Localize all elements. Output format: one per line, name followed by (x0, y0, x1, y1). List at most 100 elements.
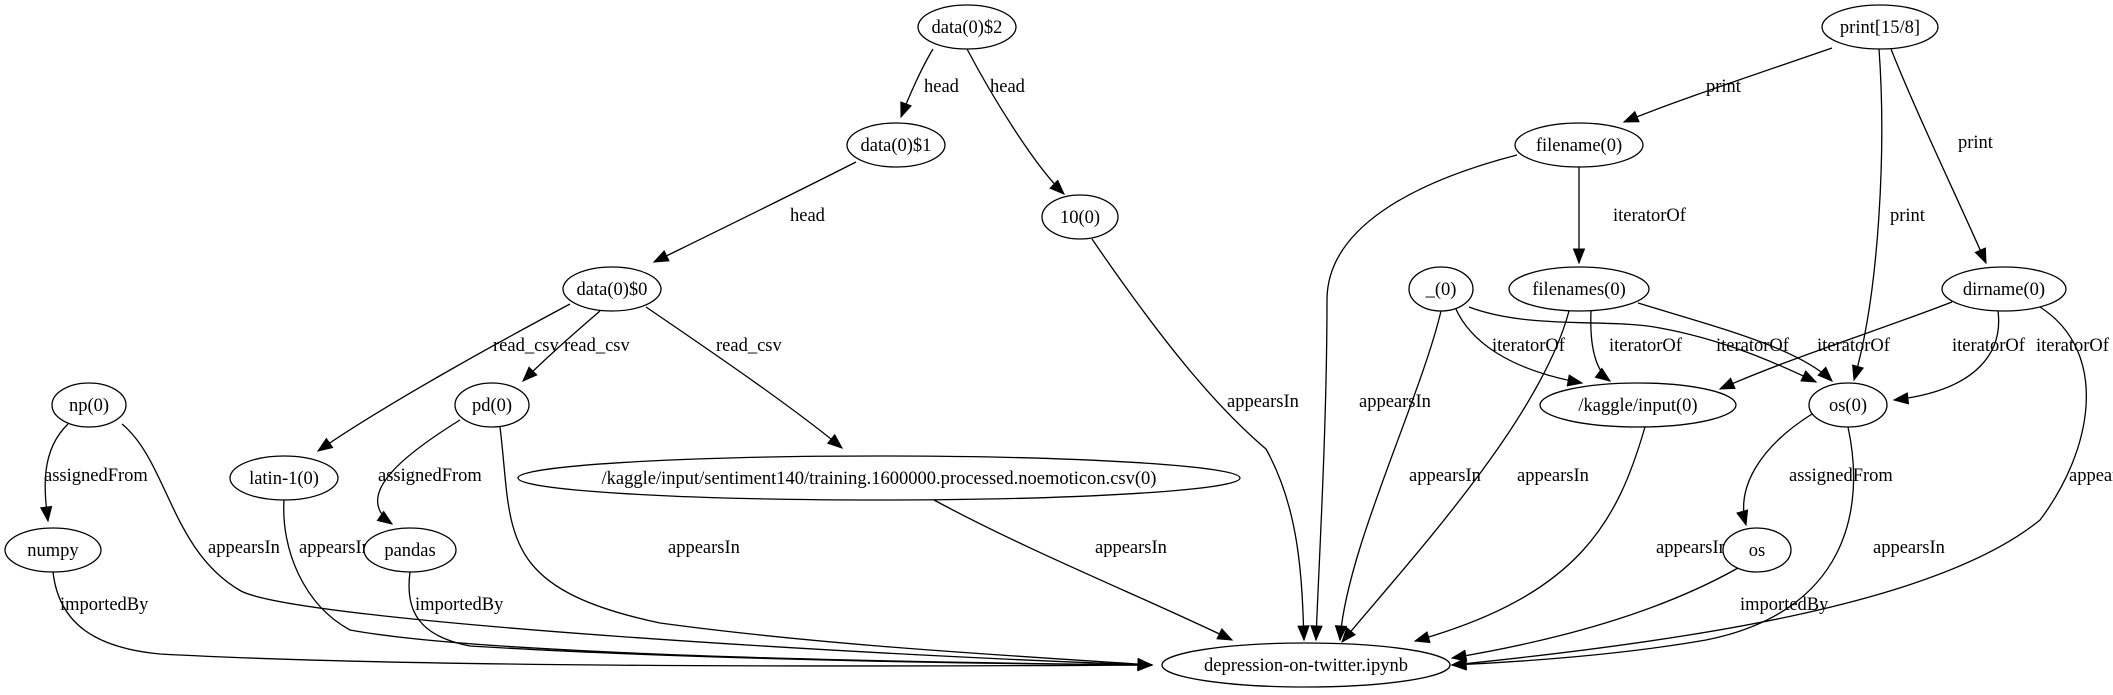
node-label: pd(0) (472, 396, 512, 416)
edge-label: assignedFrom (44, 466, 148, 486)
edge-label: iteratorOf (1613, 206, 1687, 226)
node-csv[interactable]: /kaggle/input/sentiment140/training.1600… (517, 455, 1241, 501)
arrowhead-icon (1572, 248, 1586, 265)
node-ellipse (562, 266, 662, 312)
edge-line (1893, 310, 2000, 401)
node-ten[interactable]: 10(0) (1041, 194, 1119, 240)
node-os0[interactable]: os(0) (1808, 382, 1888, 428)
node-data1[interactable]: data(0)$1 (846, 122, 946, 168)
edge-label: assignedFrom (378, 466, 482, 486)
node-ellipse (1508, 266, 1650, 312)
node-label: latin-1(0) (249, 469, 319, 489)
node-ellipse (1821, 4, 1939, 50)
arrowhead-icon (1817, 366, 1833, 382)
edge-line (1414, 426, 1646, 642)
edge-label: print (1706, 77, 1742, 97)
edge-label: appearsIn (2069, 466, 2113, 486)
edge-numpy-to-notebook: importedBy (52, 571, 1154, 672)
arrowhead-icon (1413, 631, 1431, 644)
edge-dirname-to-os0: iteratorOf (1892, 310, 2110, 405)
arrowhead-icon (522, 366, 538, 382)
edge-label: iteratorOf (1716, 336, 1790, 356)
node-print[interactable]: print[15/8] (1821, 4, 1939, 50)
arrowhead-icon (900, 101, 912, 119)
node-label: np(0) (69, 396, 109, 416)
arrowhead-icon (826, 433, 844, 449)
edge-line (1451, 426, 1855, 666)
arrowhead-icon (1718, 377, 1736, 390)
edge-data0-to-latin: read_csv (316, 303, 571, 452)
edge-label: read_csv (493, 336, 559, 356)
arrowhead-icon (1137, 657, 1154, 671)
node-numpy[interactable]: numpy (4, 527, 102, 573)
node-ellipse (1539, 382, 1737, 428)
edge-line (1341, 310, 1570, 643)
node-filename[interactable]: filename(0) (1514, 122, 1644, 168)
edge-line (1637, 302, 1833, 382)
edge-line (1719, 301, 1953, 390)
node-dirname[interactable]: dirname(0) (1941, 266, 2067, 312)
arrowhead-icon (376, 510, 394, 525)
edge-line (1451, 306, 2087, 666)
node-ellipse (51, 382, 127, 428)
node-ellipse (1941, 266, 2067, 312)
node-data0[interactable]: data(0)$0 (562, 266, 662, 312)
edge-label: appearsIn (1517, 466, 1589, 486)
arrowhead-icon (1852, 364, 1865, 382)
node-data2[interactable]: data(0)$2 (917, 4, 1017, 50)
edge-line (499, 426, 1153, 666)
node-kaggle[interactable]: /kaggle/input(0) (1539, 382, 1737, 428)
edge-label: importedBy (1740, 595, 1829, 615)
node-label: depression-on-twitter.ipynb (1204, 656, 1408, 676)
edge-line (317, 303, 571, 452)
edge-line (645, 306, 843, 449)
node-label: 10(0) (1060, 208, 1100, 228)
node-label: print[15/8] (1840, 18, 1920, 38)
edge-label: print (1958, 133, 1994, 153)
node-label: numpy (27, 541, 79, 561)
edge-kaggle-to-notebook: appearsIn (1413, 426, 1728, 644)
edge-label: assignedFrom (1789, 466, 1893, 486)
node-ellipse (229, 455, 339, 501)
arrowhead-icon (1297, 625, 1310, 642)
arrowhead-icon (316, 437, 334, 452)
edge-line (933, 499, 1233, 641)
node-os[interactable]: os (1722, 527, 1792, 573)
edge-label: appearsIn (668, 538, 740, 558)
node-filenames[interactable]: filenames(0) (1508, 266, 1650, 312)
node-ellipse (1408, 266, 1474, 312)
edge-label: appearsIn (1656, 538, 1728, 558)
edge-line (1339, 310, 1442, 641)
edge-label: appearsIn (208, 538, 280, 558)
edge-pd-to-notebook: appearsIn (499, 426, 1154, 671)
node-pandas[interactable]: pandas (363, 527, 457, 573)
node-label: _(0) (1425, 280, 1457, 300)
edge-data2-to-data1: head (900, 48, 960, 119)
edge-label: appearsIn (1359, 392, 1431, 412)
arrowhead-icon (652, 250, 670, 263)
arrowhead-icon (1974, 247, 1987, 265)
edge-label: read_csv (564, 336, 630, 356)
node-ellipse (4, 527, 102, 573)
edge-data1-to-data0: head (652, 161, 857, 263)
edge-underscore-to-notebook: appearsIn (1334, 310, 1481, 642)
edge-np-to-numpy: assignedFrom (39, 423, 148, 523)
node-latin[interactable]: latin-1(0) (229, 455, 339, 501)
edge-label: appearsIn (1095, 538, 1167, 558)
node-ellipse (846, 122, 946, 168)
node-notebook[interactable]: depression-on-twitter.ipynb (1161, 642, 1451, 688)
arrowhead-icon (39, 505, 53, 523)
edge-label: appearsIn (1227, 392, 1299, 412)
edge-label: importedBy (60, 595, 149, 615)
node-label: filenames(0) (1532, 280, 1626, 300)
arrowhead-icon (1450, 649, 1468, 662)
node-label: /kaggle/input(0) (1578, 396, 1697, 416)
edge-label: importedBy (415, 595, 504, 615)
node-pd[interactable]: pd(0) (454, 382, 530, 428)
node-label: os (1749, 541, 1765, 561)
node-label: data(0)$0 (577, 280, 648, 300)
edge-filenames-to-notebook: appearsIn (1341, 310, 1589, 644)
edge-label: print (1890, 206, 1926, 226)
node-np[interactable]: np(0) (51, 382, 127, 428)
node-underscore[interactable]: _(0) (1408, 266, 1474, 312)
